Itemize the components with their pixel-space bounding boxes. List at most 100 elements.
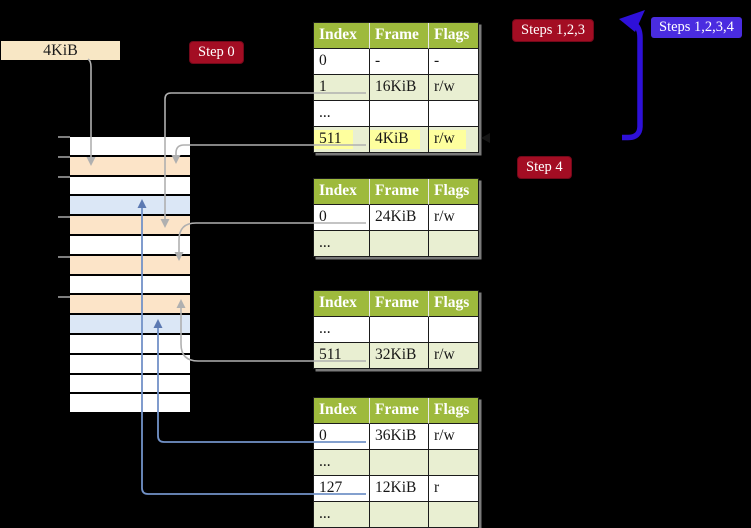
cell-frame: [370, 231, 429, 257]
highlighted-value: r/w: [429, 129, 466, 149]
cell-frame: 4KiB: [370, 127, 429, 153]
cell-flags: r/w: [429, 75, 479, 101]
cell-flags: [429, 502, 479, 528]
table-header-row: Index Frame Flags: [314, 291, 479, 317]
cell-index: 511: [314, 343, 370, 369]
table-row: ...: [314, 502, 479, 528]
table-row: ...: [314, 101, 479, 127]
cell-frame: 16KiB: [370, 75, 429, 101]
memory-frame-row: [70, 196, 190, 217]
cell-frame: 32KiB: [370, 343, 429, 369]
col-header-index: Index: [314, 291, 370, 317]
col-header-flags: Flags: [429, 291, 479, 317]
col-header-frame: Frame: [370, 23, 429, 49]
table-header-row: Index Frame Flags: [314, 179, 479, 205]
col-header-index: Index: [314, 23, 370, 49]
memory-frame-row: [70, 334, 190, 355]
highlighted-value: 4KiB: [370, 129, 420, 149]
memory-frame-row: [70, 137, 190, 157]
address-tick: [58, 176, 70, 178]
cell-index: 1: [314, 75, 370, 101]
cell-frame: 24KiB: [370, 205, 429, 231]
col-header-frame: Frame: [370, 179, 429, 205]
col-header-frame: Frame: [370, 398, 429, 424]
table-row: 1 16KiB r/w: [314, 75, 479, 101]
cell-frame: -: [370, 49, 429, 75]
memory-frame-row: [70, 374, 190, 395]
cell-index: ...: [314, 450, 370, 476]
cell-flags: r/w: [429, 205, 479, 231]
cell-flags: [429, 450, 479, 476]
frame-size-label: 4KiB: [43, 42, 78, 59]
memory-frame-row: [70, 216, 190, 236]
cell-flags: -: [429, 49, 479, 75]
memory-frame-row: [70, 315, 190, 335]
table-row: ...: [314, 317, 479, 343]
cell-flags: r/w: [429, 127, 479, 153]
table-row: ...: [314, 450, 479, 476]
cell-index: 511: [314, 127, 370, 153]
col-header-flags: Flags: [429, 398, 479, 424]
table-row: 0 36KiB r/w: [314, 424, 479, 450]
cell-frame: [370, 450, 429, 476]
cell-flags: r: [429, 476, 479, 502]
arrowhead-into-table1: [481, 133, 490, 143]
cell-index: 0: [314, 205, 370, 231]
badge-steps-123: Steps 1,2,3: [512, 19, 595, 42]
address-tick: [58, 216, 70, 218]
cell-frame: [370, 101, 429, 127]
cell-flags: r/w: [429, 343, 479, 369]
table-header-row: Index Frame Flags: [314, 23, 479, 49]
cell-index: 0: [314, 424, 370, 450]
cell-flags: [429, 101, 479, 127]
table-row: 511 32KiB r/w: [314, 343, 479, 369]
memory-frame-row: [70, 394, 190, 415]
cell-index: 127: [314, 476, 370, 502]
cell-index: 0: [314, 49, 370, 75]
cell-frame: 12KiB: [370, 476, 429, 502]
page-table-3: Index Frame Flags ... 511 32KiB r/w: [313, 290, 479, 369]
col-header-flags: Flags: [429, 179, 479, 205]
address-tick: [58, 296, 70, 298]
cell-flags: r/w: [429, 424, 479, 450]
memory-frame-row: [70, 275, 190, 296]
memory-frame-row: [70, 354, 190, 375]
page-table-4: Index Frame Flags 0 36KiB r/w ... 127 12…: [313, 397, 479, 528]
memory-frame-row: [70, 176, 190, 197]
table-row: 0 - -: [314, 49, 479, 75]
page-table-1: Index Frame Flags 0 - - 1 16KiB r/w ...: [313, 22, 479, 153]
col-header-index: Index: [314, 179, 370, 205]
memory-column: [70, 137, 190, 415]
table-row: 0 24KiB r/w: [314, 205, 479, 231]
badge-step0: Step 0: [189, 41, 244, 64]
cell-index: ...: [314, 231, 370, 257]
cell-frame: 36KiB: [370, 424, 429, 450]
frame-size-box: 4KiB: [1, 41, 120, 60]
table-row-highlighted: 511 4KiB r/w: [314, 127, 479, 153]
address-tick: [58, 256, 70, 258]
cell-flags: [429, 231, 479, 257]
memory-frame-row: [70, 235, 190, 256]
col-header-flags: Flags: [429, 23, 479, 49]
badge-step4: Step 4: [517, 156, 572, 179]
badge-steps-1234: Steps 1,2,3,4: [651, 17, 742, 38]
memory-frame-row: [70, 295, 190, 316]
col-header-index: Index: [314, 398, 370, 424]
address-tick: [58, 136, 70, 138]
cell-flags: [429, 317, 479, 343]
memory-frame-row: [70, 156, 190, 177]
table-header-row: Index Frame Flags: [314, 398, 479, 424]
memory-frame-row: [70, 255, 190, 276]
cell-index: ...: [314, 101, 370, 127]
table-row: 127 12KiB r: [314, 476, 479, 502]
cell-index: ...: [314, 502, 370, 528]
steps-loop-arrow: [619, 10, 645, 141]
page-table-2: Index Frame Flags 0 24KiB r/w ...: [313, 178, 479, 257]
highlighted-value: 511: [314, 129, 353, 149]
cell-index: ...: [314, 317, 370, 343]
cell-frame: [370, 502, 429, 528]
col-header-frame: Frame: [370, 291, 429, 317]
cell-frame: [370, 317, 429, 343]
address-tick: [58, 156, 70, 158]
